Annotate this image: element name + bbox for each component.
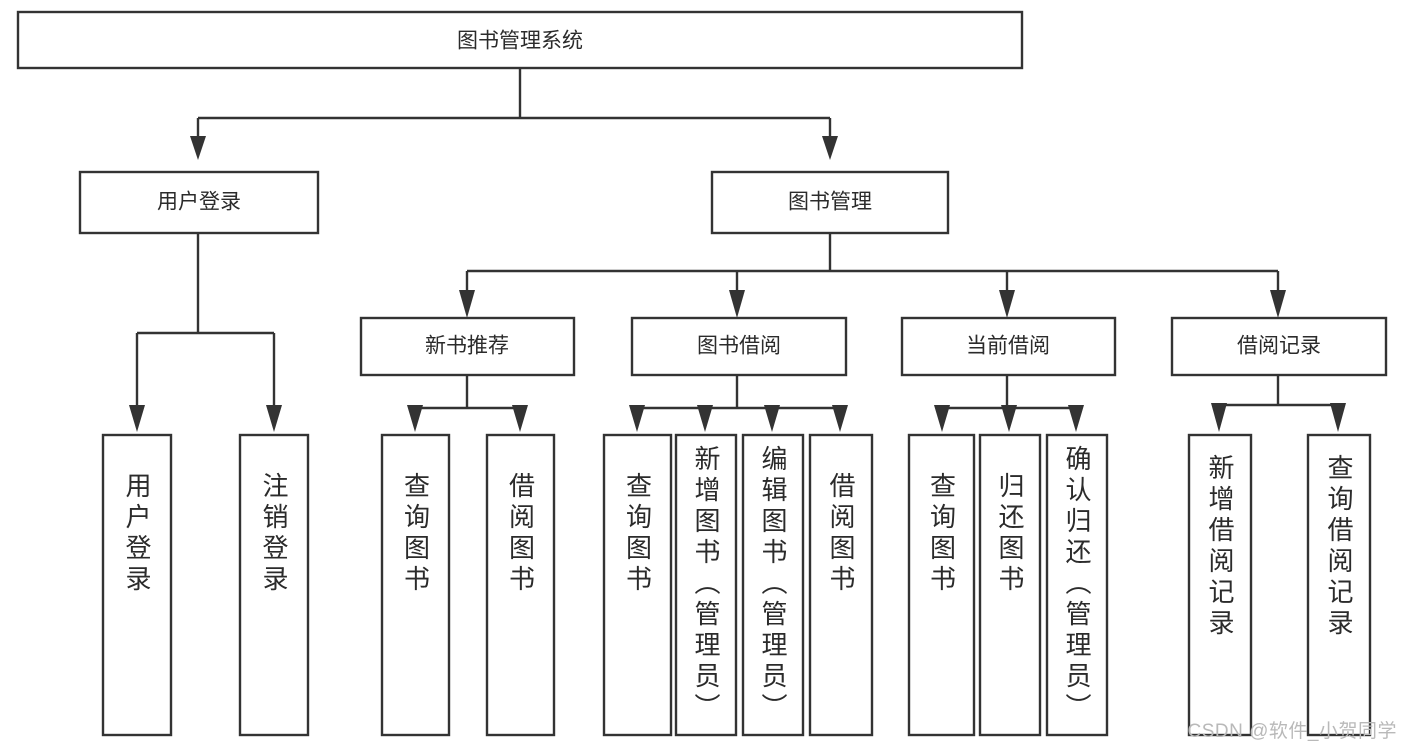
leaf-box-query-book-newrec[interactable] — [380, 433, 451, 737]
node-current-borrow-box[interactable] — [900, 316, 1117, 377]
arrowhead-userlogin-leaf-2 — [266, 405, 282, 432]
node-book-borrow-box[interactable] — [630, 316, 848, 377]
leaf-box-edit-book-admin[interactable] — [741, 433, 805, 737]
leaf-box-user-login[interactable] — [101, 433, 173, 737]
leaf-box-query-book-borrow[interactable] — [602, 433, 673, 737]
node-new-book-recommend-label: 新书推荐 — [425, 335, 509, 358]
arrowhead-bookmgmt-current — [999, 290, 1015, 318]
arrowhead-current-leaf-1 — [934, 405, 950, 432]
csdn-watermark: CSDN @软件_小贺同学 — [1187, 721, 1397, 742]
node-book-management-label: 图书管理 — [788, 191, 872, 214]
node-root-box[interactable] — [16, 10, 1024, 70]
arrowhead-bookborrow-leaf-3 — [764, 405, 780, 432]
connector-layer — [129, 68, 1346, 432]
leaf-box-add-borrow-record[interactable] — [1187, 433, 1253, 737]
arrowhead-record-leaf-2 — [1330, 403, 1346, 432]
leaf-box-add-book-admin[interactable] — [674, 433, 738, 737]
leaf-box-logout[interactable] — [238, 433, 310, 737]
arrowhead-newbook-leaf-2 — [512, 405, 528, 432]
leaf-box-return-book[interactable] — [978, 433, 1042, 737]
leaf-box-query-borrow-record[interactable] — [1306, 433, 1372, 737]
node-user-login-label: 用户登录 — [157, 191, 241, 214]
arrowhead-current-leaf-2 — [1001, 405, 1017, 432]
node-borrow-record-box[interactable] — [1170, 316, 1388, 377]
arrowhead-bookmgmt-borrow — [729, 290, 745, 318]
arrowhead-current-leaf-3 — [1068, 405, 1084, 432]
leaf-box-borrow-book[interactable] — [808, 433, 874, 737]
arrowhead-bookborrow-leaf-1 — [629, 405, 645, 432]
leaf-box-confirm-return-admin[interactable] — [1045, 433, 1109, 737]
arrowhead-newbook-leaf-1 — [407, 405, 423, 432]
node-book-management-box[interactable] — [710, 170, 950, 235]
node-new-book-recommend-box[interactable] — [359, 316, 576, 377]
arrowhead-bookmgmt-new-book — [459, 290, 475, 318]
node-layer: 图书管理系统 用户登录 图书管理 新书推荐 图书借阅 当前借阅 借阅记录 — [16, 10, 1388, 737]
node-borrow-record-label: 借阅记录 — [1237, 335, 1321, 358]
arrowhead-root-to-user-login — [190, 136, 206, 160]
arrowhead-userlogin-leaf-1 — [129, 405, 145, 432]
node-current-borrow-label: 当前借阅 — [966, 335, 1050, 358]
node-book-borrow-label: 图书借阅 — [697, 335, 781, 358]
node-root-label: 图书管理系统 — [457, 30, 583, 53]
node-user-login-box[interactable] — [78, 170, 320, 235]
leaf-box-query-book-current[interactable] — [907, 433, 976, 737]
arrowhead-bookborrow-leaf-2 — [697, 405, 713, 432]
leaf-box-borrow-book-newrec[interactable] — [485, 433, 556, 737]
arrowhead-record-leaf-1 — [1211, 403, 1227, 432]
arrowhead-root-to-book-mgmt — [822, 136, 838, 160]
arrowhead-bookmgmt-record — [1270, 290, 1286, 318]
arrowhead-bookborrow-leaf-4 — [832, 405, 848, 432]
